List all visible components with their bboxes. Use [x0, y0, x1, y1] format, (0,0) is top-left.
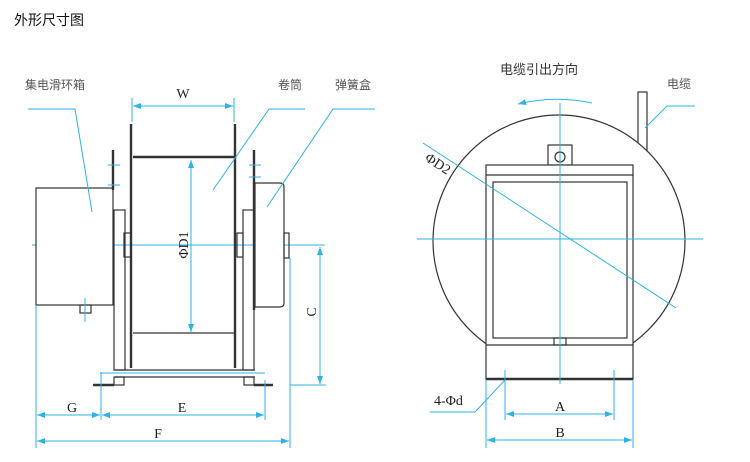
- spring-hub: [283, 232, 290, 259]
- left-support: [113, 209, 126, 371]
- dim-d1-label: ΦD1: [177, 231, 192, 258]
- rotation-arrow-icon: [517, 98, 593, 106]
- dim-b-label: B: [555, 426, 564, 441]
- label-slip-ring-box: 集电滑环箱: [25, 77, 85, 92]
- leader-drum: [212, 108, 305, 191]
- dim-d2-label: ΦD2: [422, 151, 453, 178]
- leader-cable: [644, 105, 695, 129]
- right-foot: [243, 376, 255, 386]
- dim-c-label: C: [305, 307, 320, 316]
- label-cable: 电缆: [667, 77, 691, 91]
- dim-e-label: E: [178, 401, 187, 416]
- label-spring-box: 弹簧盒: [335, 77, 371, 92]
- slip-ring-box: [35, 187, 114, 306]
- leader-slip-ring: [28, 108, 93, 213]
- label-cable-direction: 电缆引出方向: [500, 62, 578, 78]
- page-title: 外形尺寸图: [14, 13, 84, 29]
- leader-hole: [430, 379, 506, 413]
- dim-g-label: G: [67, 401, 77, 416]
- dim-f-label: F: [154, 427, 162, 442]
- dim-w-label: W: [176, 87, 190, 102]
- dim-d-label: 4-Φd: [434, 394, 463, 409]
- left-foot: [113, 376, 125, 386]
- front-view: ΦD2 电缆引出方向 电缆 A B 4-Φd: [417, 62, 703, 448]
- right-support: [242, 209, 255, 371]
- dim-a-label: A: [555, 400, 566, 415]
- label-drum: 卷筒: [278, 77, 302, 92]
- side-view: W ΦD1 C G E F 集电滑环箱 卷筒 弹簧盒: [25, 77, 375, 448]
- dim-d2: [422, 142, 677, 309]
- spring-box: [254, 182, 285, 308]
- leader-spring-box: [266, 108, 375, 208]
- cable: [637, 91, 648, 153]
